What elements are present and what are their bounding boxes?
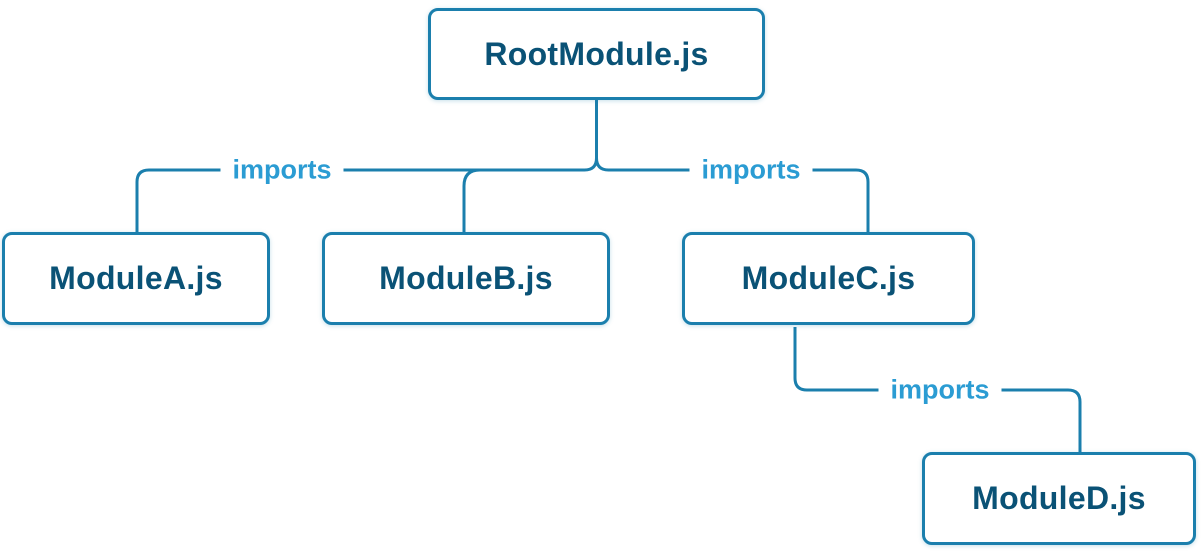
edge-root-to-modulea — [135, 100, 598, 232]
edge-label-imports-left: imports — [220, 154, 344, 186]
node-moduleb-label: ModuleB.js — [379, 260, 553, 296]
node-modulea: ModuleA.js — [2, 232, 270, 325]
node-modulec-label: ModuleC.js — [741, 260, 916, 296]
edge-label-imports-right: imports — [689, 154, 813, 186]
node-modulec: ModuleC.js — [682, 232, 975, 325]
node-rootmodule-label: RootModule.js — [484, 35, 709, 72]
node-moduled: ModuleD.js — [922, 452, 1196, 545]
node-moduleb: ModuleB.js — [322, 232, 610, 325]
node-modulea-label: ModuleA.js — [49, 260, 223, 296]
node-rootmodule: RootModule.js — [428, 8, 765, 100]
edge-root-to-moduleb — [462, 168, 481, 232]
edge-label-imports-bottom: imports — [878, 374, 1002, 406]
node-moduled-label: ModuleD.js — [972, 480, 1146, 516]
